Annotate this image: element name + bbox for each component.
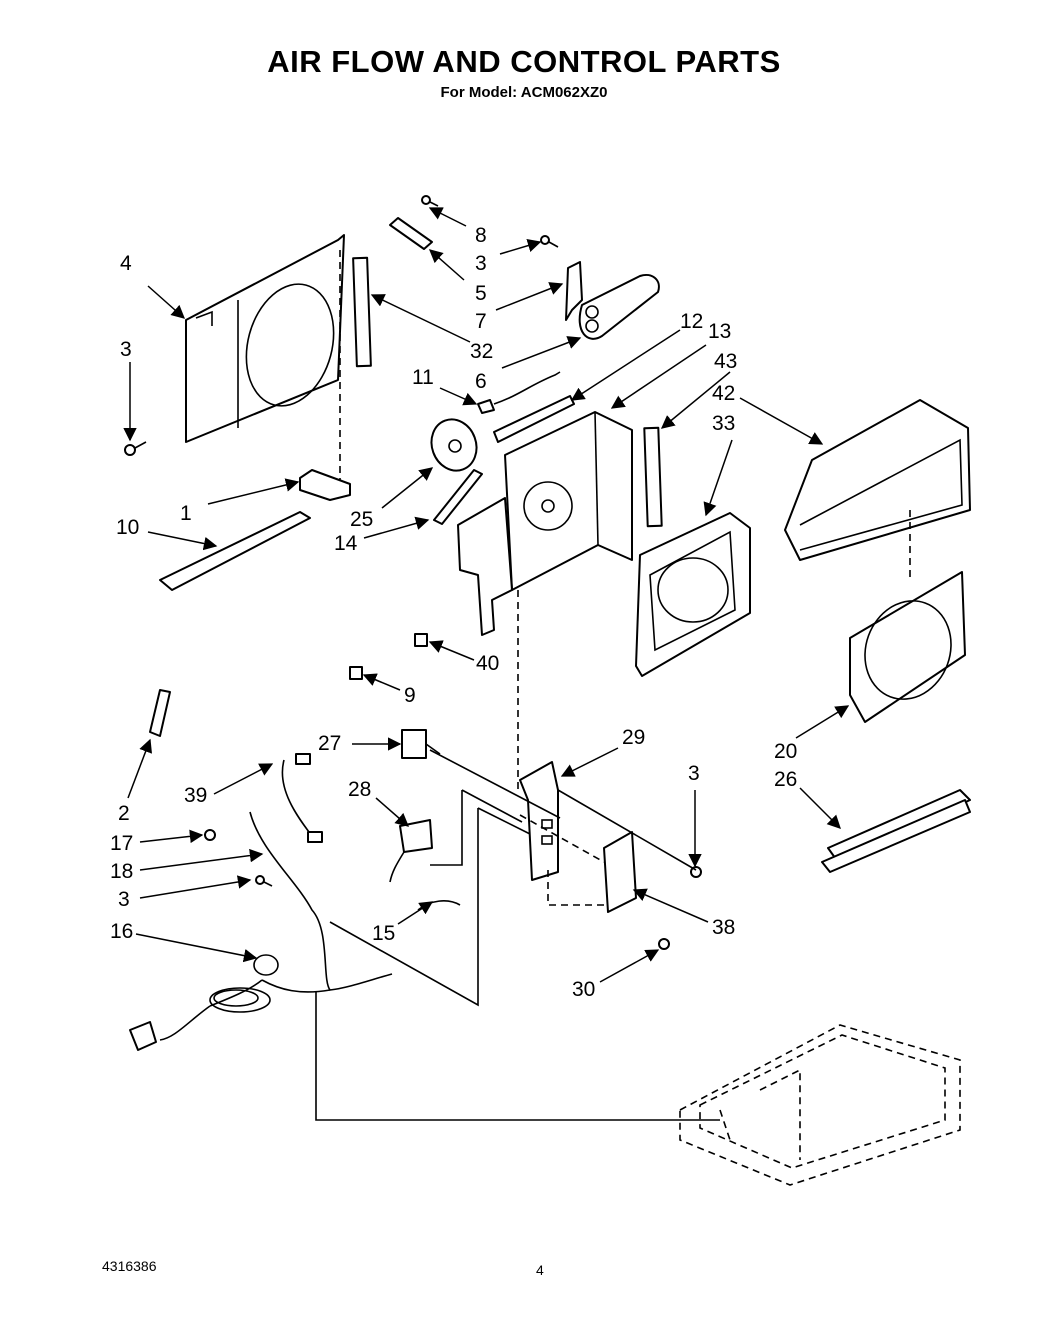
part-harness-39 bbox=[281, 753, 323, 843]
callout-3-top: 3 bbox=[475, 252, 487, 275]
callout-42: 42 bbox=[712, 382, 735, 405]
part-tube-2 bbox=[149, 689, 171, 737]
callout-1: 1 bbox=[180, 502, 192, 525]
part-clamp-7 bbox=[565, 261, 583, 321]
part-shroud-33 bbox=[635, 512, 751, 677]
callout-15: 15 bbox=[372, 922, 395, 945]
part-screw-17 bbox=[204, 829, 216, 841]
callout-17: 17 bbox=[110, 832, 133, 855]
page-number: 4 bbox=[536, 1262, 544, 1278]
part-bracket-center bbox=[457, 497, 513, 636]
part-nut-40 bbox=[414, 633, 428, 647]
part-shroud-left bbox=[185, 234, 345, 443]
callout-30: 30 bbox=[572, 978, 595, 1001]
part-wire-15 bbox=[417, 900, 461, 911]
part-screw-3-lower bbox=[255, 875, 273, 887]
part-rail-26 bbox=[821, 789, 971, 873]
callout-13: 13 bbox=[708, 320, 731, 343]
part-screw-30 bbox=[658, 938, 670, 950]
callout-20: 20 bbox=[774, 740, 797, 763]
part-thermostat-28 bbox=[389, 819, 433, 883]
callout-14: 14 bbox=[334, 532, 358, 555]
callout-7: 7 bbox=[475, 310, 487, 333]
document-number: 4316386 bbox=[102, 1258, 157, 1274]
part-control-bracket-29 bbox=[519, 761, 559, 881]
callout-12: 12 bbox=[680, 310, 703, 333]
part-nut-9 bbox=[349, 666, 363, 680]
connection-lines bbox=[315, 250, 911, 1121]
part-shroud-20 bbox=[849, 571, 966, 723]
callout-18: 18 bbox=[110, 860, 133, 883]
callout-28: 28 bbox=[348, 778, 371, 801]
part-strip-14 bbox=[433, 469, 483, 525]
callout-32: 32 bbox=[470, 340, 493, 363]
part-strip-11 bbox=[477, 371, 561, 414]
callout-2: 2 bbox=[118, 802, 130, 825]
part-seal-43 bbox=[643, 426, 663, 528]
part-seal-10 bbox=[159, 511, 311, 591]
part-power-cord-16 bbox=[129, 811, 393, 1051]
callout-40: 40 bbox=[476, 652, 499, 675]
callout-29: 29 bbox=[622, 726, 645, 749]
callout-leaders bbox=[123, 207, 850, 983]
callout-3-left: 3 bbox=[120, 338, 132, 361]
callout-labels: 8 3 5 7 12 13 4 32 43 42 3 11 6 33 1 25 … bbox=[110, 224, 797, 1001]
callout-27: 27 bbox=[318, 732, 341, 755]
callout-33: 33 bbox=[712, 412, 735, 435]
part-seal-12 bbox=[493, 395, 575, 443]
callout-43: 43 bbox=[714, 350, 737, 373]
part-fan-25 bbox=[430, 418, 478, 472]
part-cover-38 bbox=[603, 831, 637, 913]
part-bracket-5 bbox=[389, 217, 433, 250]
callout-9: 9 bbox=[404, 684, 416, 707]
callout-25: 25 bbox=[350, 508, 373, 531]
callout-6: 6 bbox=[475, 370, 487, 393]
callout-10: 10 bbox=[116, 516, 139, 539]
callout-39: 39 bbox=[184, 784, 207, 807]
callout-38: 38 bbox=[712, 916, 735, 939]
part-screw-3-left bbox=[124, 441, 147, 456]
callout-3-lower: 3 bbox=[118, 888, 130, 911]
callout-11: 11 bbox=[412, 366, 434, 389]
model-subtitle: For Model: ACM062XZ0 bbox=[440, 84, 608, 101]
page-title: AIR FLOW AND CONTROL PARTS bbox=[267, 44, 781, 79]
part-switch-27 bbox=[401, 729, 441, 759]
part-seal-1 bbox=[299, 469, 351, 501]
callout-8: 8 bbox=[475, 224, 487, 247]
callout-3-right: 3 bbox=[688, 762, 700, 785]
part-seal-strip-32 bbox=[352, 256, 372, 368]
part-duct-42 bbox=[784, 399, 971, 561]
callout-16: 16 bbox=[110, 920, 133, 943]
part-capacitor-6 bbox=[578, 274, 660, 340]
callout-4: 4 bbox=[120, 252, 132, 275]
part-screw-8 bbox=[421, 195, 439, 207]
part-orifice-13 bbox=[504, 411, 633, 591]
part-screw-3-top bbox=[540, 235, 559, 248]
callout-5: 5 bbox=[475, 282, 487, 305]
part-base-pan bbox=[679, 1024, 961, 1186]
callout-26: 26 bbox=[774, 768, 797, 791]
